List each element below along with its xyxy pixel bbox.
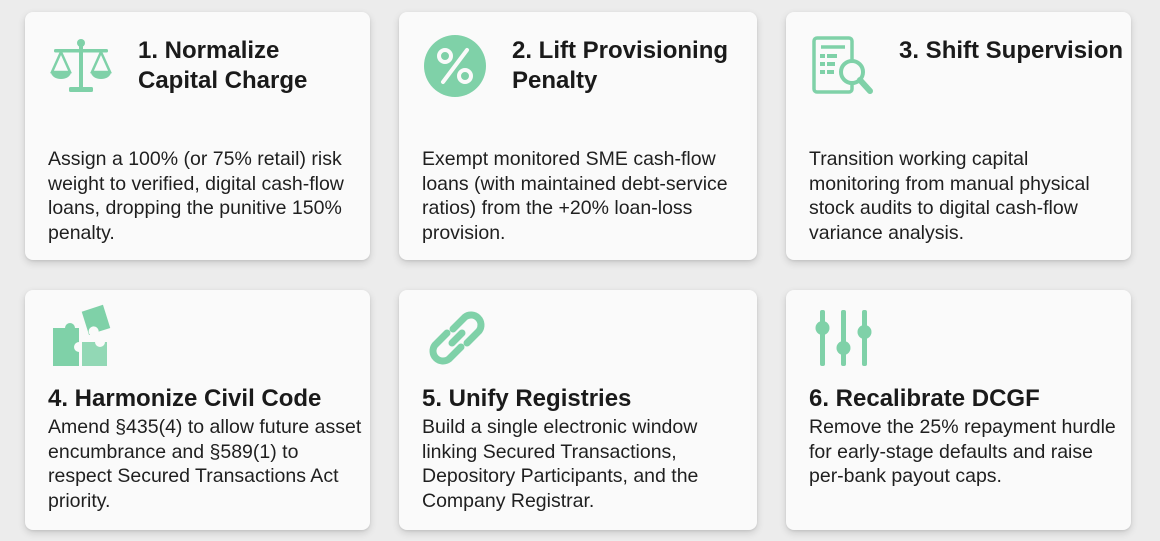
card-recalibrate-dcgf: 6. Recalibrate DCGF Remove the 25% repay…	[786, 290, 1131, 530]
card-shift-supervision: 3. Shift Supervision Transition working …	[786, 12, 1131, 260]
card-body: Remove the 25% repayment hurdle for earl…	[809, 416, 1116, 487]
card-lift-provisioning-penalty: 2. Lift Provisioning Penalty Exempt moni…	[399, 12, 757, 260]
card-title: 4. Harmonize Civil Code	[48, 385, 322, 412]
card-harmonize-civil-code: 4. Harmonize Civil Code Amend §435(4) to…	[25, 290, 370, 530]
document-magnifier-icon	[810, 34, 874, 98]
card-title: 5. Unify Registries	[422, 385, 632, 412]
sliders-icon	[810, 304, 878, 372]
card-title: 6. Recalibrate DCGF	[809, 385, 1040, 412]
card-normalize-capital-charge: 1. Normalize Capital Charge Assign a 100…	[25, 12, 370, 260]
card-title: 1. Normalize Capital Charge	[138, 37, 308, 94]
percent-icon	[423, 34, 487, 98]
card-body: Amend §435(4) to allow future asset encu…	[48, 416, 362, 512]
card-body: Exempt monitored SME cash-flow loans (wi…	[422, 148, 728, 244]
card-body: Transition working capital monitoring fr…	[809, 148, 1090, 244]
puzzle-icon	[49, 304, 117, 372]
chain-link-icon	[423, 304, 491, 372]
card-title: 3. Shift Supervision	[899, 37, 1124, 64]
card-body: Assign a 100% (or 75% retail) risk weigh…	[48, 148, 344, 244]
card-unify-registries: 5. Unify Registries Build a single elect…	[399, 290, 757, 530]
card-title: 2. Lift Provisioning Penalty	[512, 37, 729, 94]
card-body: Build a single electronic window linking…	[422, 416, 699, 512]
scales-icon	[49, 34, 113, 98]
